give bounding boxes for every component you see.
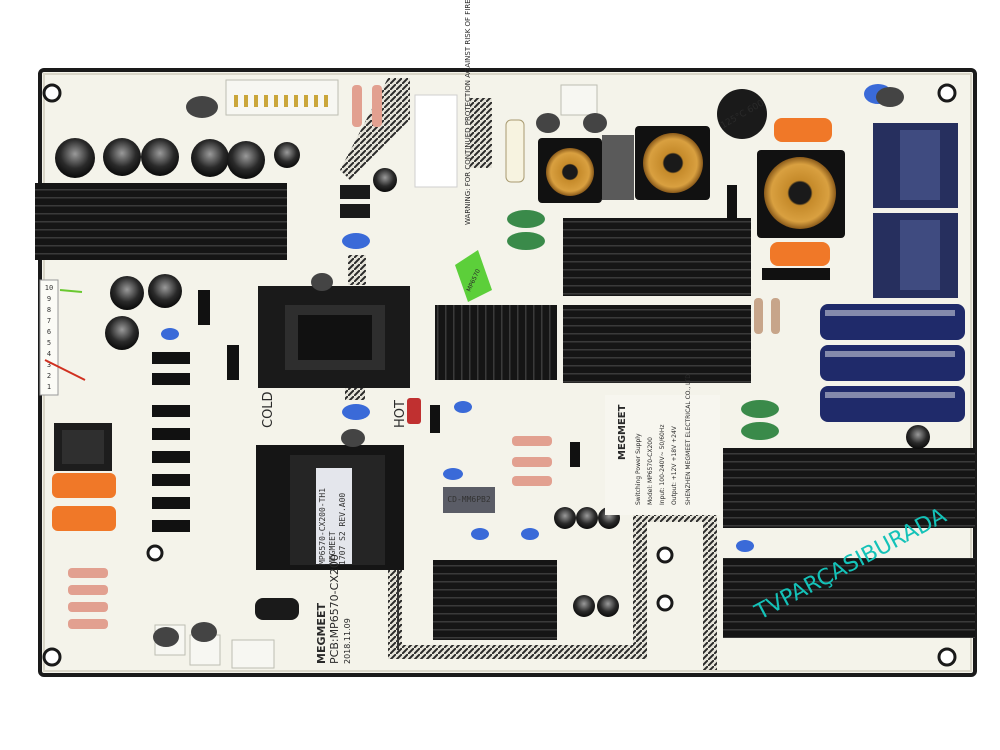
transformer-sticker: MP6570-CX200-TH1 MEGMEET 1707 S2 REV.A00 xyxy=(316,468,352,565)
side-sticker-line-2: Model: MP6570-CX200 xyxy=(647,437,654,505)
diodes xyxy=(152,185,830,532)
heatsink-left xyxy=(35,183,287,260)
heatsink-center-small xyxy=(435,305,557,380)
optocouplers xyxy=(340,185,370,218)
ic-chip xyxy=(443,487,495,513)
ruler-6: 6 xyxy=(47,328,51,336)
warning-text: WARNING: FOR CONTINUED PROTECTION AGAINS… xyxy=(464,0,472,225)
blue-ceramic-capacitors xyxy=(161,84,892,552)
hatched-traces xyxy=(340,78,717,670)
red-component xyxy=(407,398,421,424)
glue-blobs xyxy=(153,87,904,647)
ruler-1: 1 xyxy=(47,383,51,391)
transformer-label-3: 1707 S2 REV.A00 xyxy=(338,493,347,565)
mounting-holes xyxy=(42,83,957,667)
ruler-5: 5 xyxy=(47,339,51,347)
heatsink-right-bottom xyxy=(723,558,975,638)
side-sticker-line-5: SHENZHEN MEGMEET ELECTRICAL CO., LTD xyxy=(685,374,692,505)
toroid-inductors xyxy=(538,126,845,238)
hot-label: HOT xyxy=(393,400,408,428)
side-sticker-line-3: Input: 100-240V~ 50/60Hz xyxy=(659,424,666,505)
transformers-top-right xyxy=(873,123,958,298)
ruler-9: 9 xyxy=(47,295,51,303)
brand-bottom: MEGMEET xyxy=(315,603,328,664)
heatsink-center-mid xyxy=(563,305,751,383)
heatsink-center-top xyxy=(563,218,751,296)
capacitor-125c xyxy=(717,89,767,139)
main-transformer-top xyxy=(258,286,410,388)
transformer-label-2: MEGMEET xyxy=(328,531,337,565)
side-sticker-line-4: Output: +12V +18V +24V xyxy=(671,425,678,505)
orange-capacitors xyxy=(52,118,832,531)
blue-electrolytic-capacitors xyxy=(820,304,965,422)
heatsink-right-top xyxy=(723,448,975,528)
warning-sticker xyxy=(414,94,458,188)
green-sticker: MP6570 xyxy=(455,250,492,302)
ruler-10: 10 xyxy=(45,284,53,292)
side-sticker-title: MEGMEET xyxy=(617,404,628,460)
ruler-3: 3 xyxy=(47,361,51,369)
ruler-scale: 10 9 8 7 6 5 4 3 2 1 xyxy=(39,279,86,396)
ruler-7: 7 xyxy=(47,317,51,325)
heatsink-center-bottom xyxy=(433,560,557,640)
ruler-8: 8 xyxy=(47,306,51,314)
ruler-4: 4 xyxy=(47,350,51,358)
pcb-code: PCB:MP6570-CX200 xyxy=(328,554,341,664)
ic-chip-label: CD-MM6PB2 xyxy=(447,495,491,504)
side-product-sticker: MEGMEET Switching Power Supply Model: MP… xyxy=(605,374,720,515)
date-code: 2018.11.09 xyxy=(343,618,352,664)
ruler-2: 2 xyxy=(47,372,51,380)
connectors xyxy=(54,79,598,669)
side-sticker-line-1: Switching Power Supply xyxy=(635,433,642,505)
resistors xyxy=(68,85,780,629)
cold-label: COLD xyxy=(261,391,276,428)
green-capacitors xyxy=(507,210,779,440)
transformer-label-1: MP6570-CX200-TH1 xyxy=(318,488,327,565)
electrolytic-capacitors-top-left xyxy=(55,138,930,449)
